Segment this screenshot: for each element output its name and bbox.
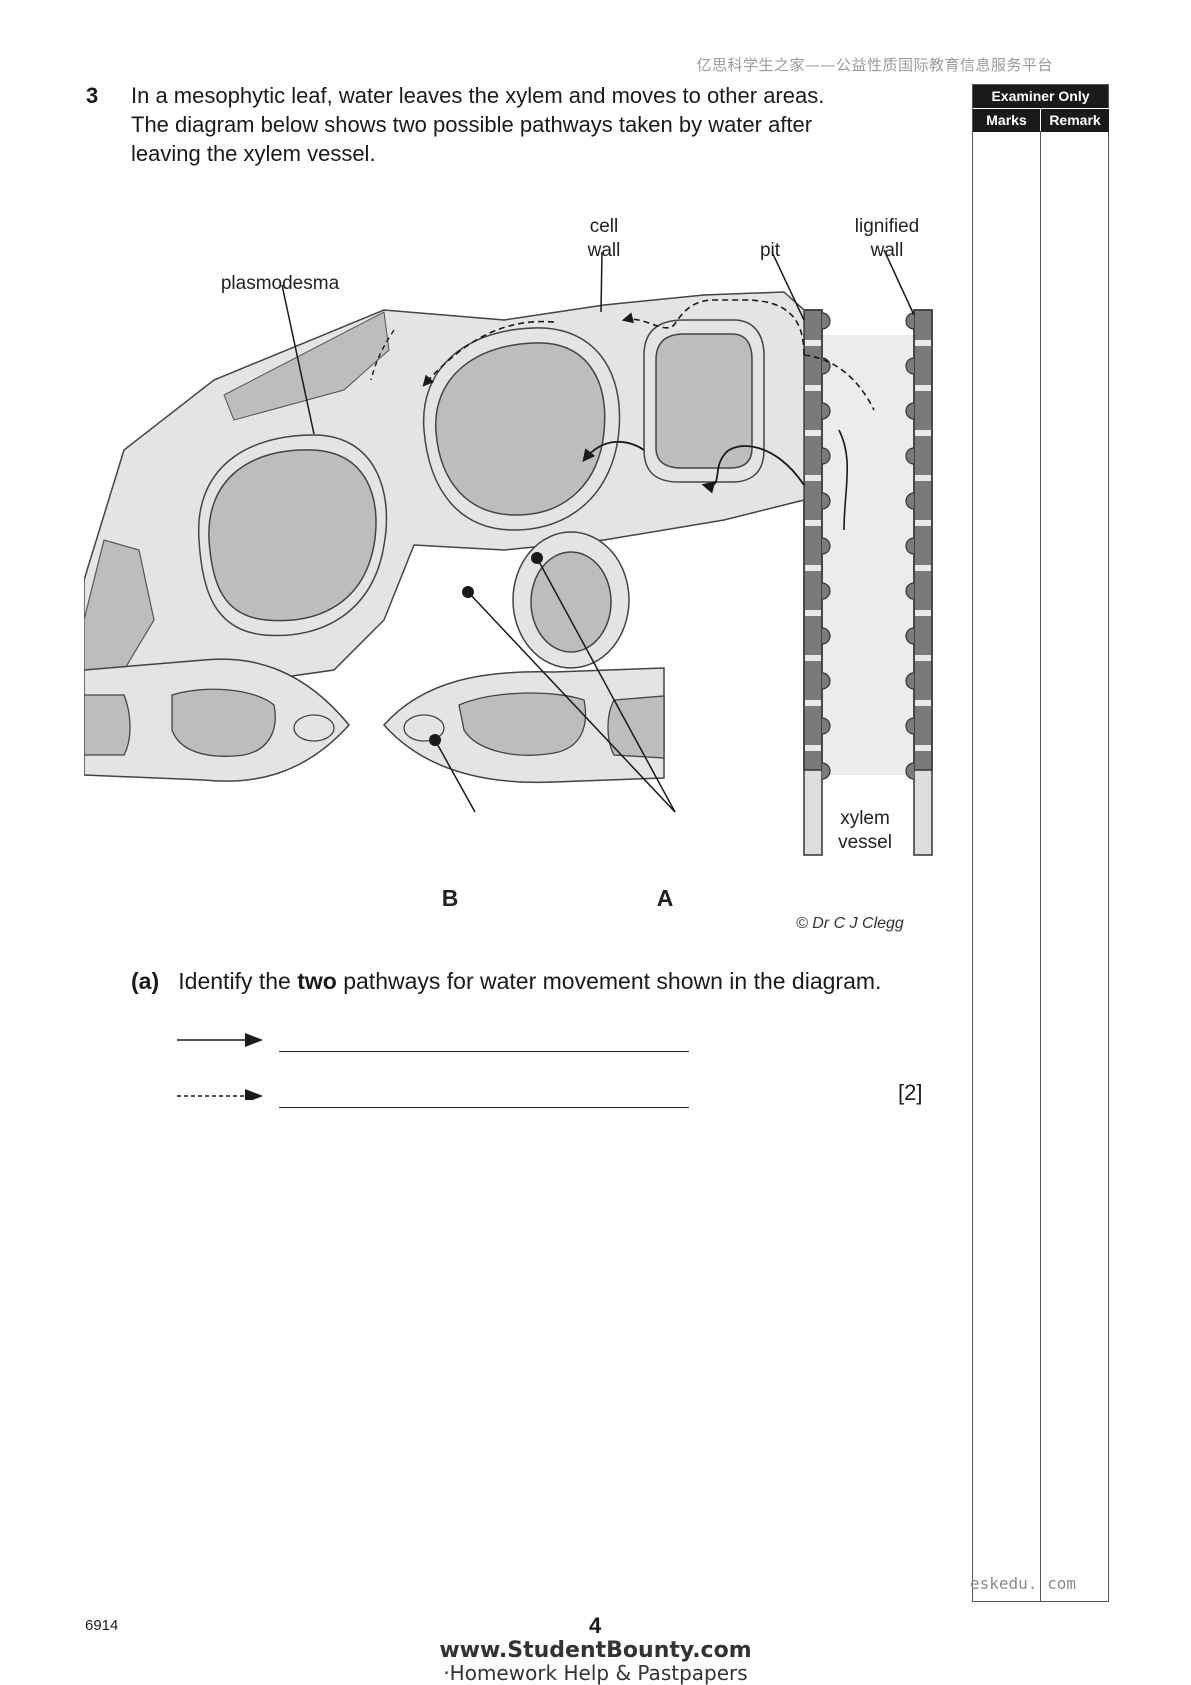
apoplast-arrow [422,320,555,387]
leader-line-cell-wall [600,251,603,313]
part-a-question: (a) Identify the two pathways for water … [131,968,882,994]
marks-allocation: [2] [898,1080,923,1105]
label-b: B [441,885,459,911]
cell-vacuole [530,551,612,653]
side-watermark: eskedu. com [970,1574,1076,1593]
stem-line: In a mesophytic leaf, water leaves the x… [131,83,825,108]
xylem-wall-right [905,309,933,856]
apoplast-arrow [803,354,875,411]
cell-vacuole [607,695,665,759]
apoplast-arrow [370,329,395,381]
examiner-column: Examiner Only Marks Remark [972,84,1109,1602]
arrowhead-icon [245,1089,263,1100]
pathway-key [177,1033,263,1100]
column-divider [1040,131,1041,1601]
leader-line-lignified [883,249,915,316]
question-stem: In a mesophytic leaf, water leaves the x… [131,81,921,168]
question-number: 3 [86,83,99,108]
cell-vacuole [458,692,587,756]
brand-url: www.StudentBounty.com [439,1638,752,1663]
leaf-cell-diagram [84,249,933,856]
brand-tagline: ·Homework Help & Pastpapers [443,1661,748,1685]
label-lignified-wall: lignified wall [854,216,920,261]
answer-line-solid[interactable] [279,1051,689,1052]
label-a: A [656,885,674,911]
xylem-lumen [814,335,924,775]
stem-line: The diagram below shows two possible pat… [131,112,813,137]
answer-line-dashed[interactable] [279,1107,689,1108]
marks-header: Marks [973,108,1041,132]
footer-brand: www.StudentBounty.com ·Homework Help & P… [0,1638,1191,1685]
remark-header: Remark [1041,108,1109,132]
label-xylem-vessel: xylem vessel [838,808,892,853]
leader-line-plasmodesma [281,284,315,435]
page-number: 4 [589,1613,602,1638]
cell-vacuole [84,694,131,756]
symplast-arrow [838,429,849,531]
small-cell [293,714,335,742]
symplast-arrow [701,445,805,494]
cell-vacuole [171,688,276,757]
cell-vacuole [435,342,606,516]
apoplast-arrow [621,299,805,356]
leader-line-a [536,557,676,813]
leader-line-b [434,739,476,813]
part-label: (a) [131,968,160,994]
arrowhead-icon [245,1033,263,1047]
paper-code: 6914 [85,1617,119,1634]
diagram-credit: © Dr C J Clegg [796,915,904,932]
label-cell-wall: cell wall [587,216,621,261]
examiner-only-header: Examiner Only [973,85,1108,108]
label-plasmodesma: plasmodesma [220,273,340,294]
label-pit: pit [759,240,781,261]
header-watermark: 亿思科学生之家——公益性质国际教育信息服务平台 [696,56,1053,74]
cell-vacuole [655,333,753,469]
leader-line-a [467,591,676,813]
mesophyll-cell [84,539,155,671]
symplast-arrow [582,440,645,462]
stem-line: leaving the xylem vessel. [131,141,376,166]
cell-vacuole [208,449,377,622]
cell-corner [223,311,390,421]
leader-line-pit [771,251,805,321]
